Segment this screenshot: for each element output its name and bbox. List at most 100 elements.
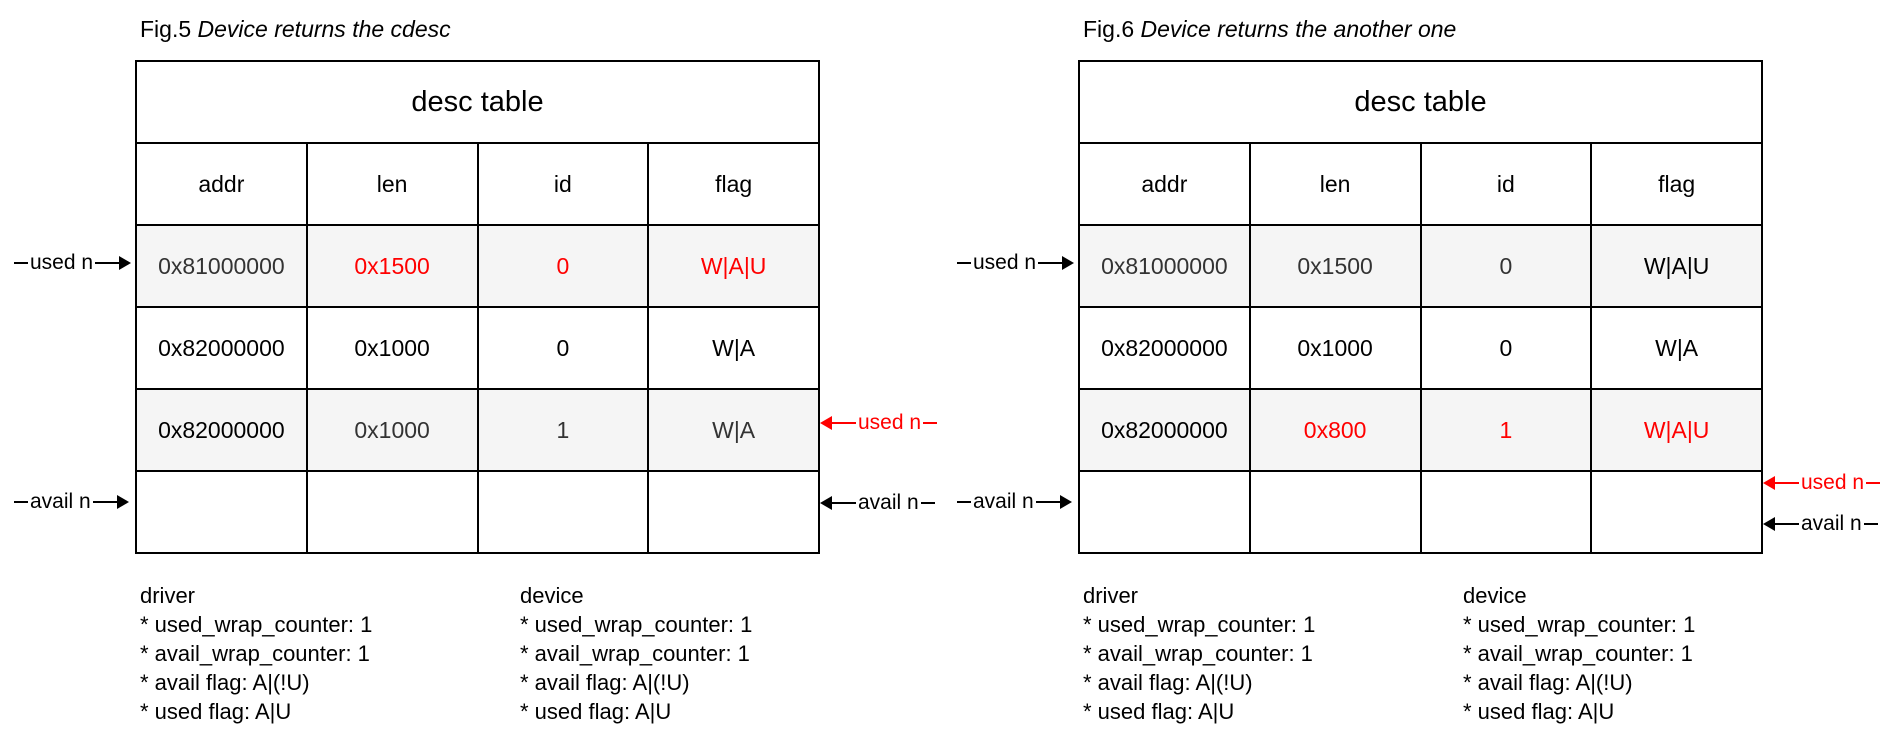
pointer-label: avail n — [858, 491, 919, 514]
table-row: 0x82000000 0x800 1 W|A|U — [1078, 388, 1763, 472]
cell-flag — [1590, 470, 1763, 554]
pointer-line — [832, 502, 856, 504]
pointer-line — [1863, 523, 1878, 525]
cell-addr: 0x81000000 — [1078, 224, 1251, 308]
table-row: 0x82000000 0x1000 1 W|A — [135, 388, 820, 472]
driver-used-pointer: used n — [14, 248, 132, 278]
device-title: device — [1463, 583, 1527, 608]
cell-id: 0 — [1419, 224, 1593, 308]
figure-label: Fig.6 — [1083, 16, 1135, 42]
driver-info: driver * used_wrap_counter: 1 * avail_wr… — [1083, 581, 1315, 726]
device-avail-pointer: avail n — [1763, 509, 1878, 539]
pointer-label: used n — [30, 251, 94, 274]
device-line: * avail_wrap_counter: 1 — [520, 641, 750, 666]
device-line: * used flag: A|U — [520, 699, 672, 724]
cell-len — [305, 470, 479, 554]
cell-len: 0x1000 — [305, 306, 479, 390]
pointer-label: avail n — [1801, 512, 1862, 535]
cell-addr: 0x82000000 — [1078, 306, 1251, 390]
device-avail-pointer: avail n — [820, 488, 935, 518]
cell-id — [476, 470, 650, 554]
cell-flag: W|A — [647, 388, 820, 472]
pointer-line — [1775, 523, 1799, 525]
table-title: desc table — [1078, 60, 1763, 144]
arrow-right-icon — [1062, 256, 1075, 270]
column-header-addr: addr — [135, 142, 308, 226]
driver-title: driver — [140, 583, 196, 608]
cell-addr — [135, 470, 308, 554]
cell-flag: W|A — [647, 306, 820, 390]
device-line: * used_wrap_counter: 1 — [520, 612, 753, 637]
cell-addr: 0x82000000 — [135, 306, 308, 390]
table-row — [1078, 470, 1763, 554]
driver-used-pointer: used n — [957, 248, 1075, 278]
arrow-left-icon — [820, 416, 832, 430]
column-header-len: len — [1248, 142, 1422, 226]
table-row: 0x81000000 0x1500 0 W|A|U — [135, 224, 820, 308]
arrow-left-icon — [1763, 476, 1775, 490]
cell-len: 0x1500 — [305, 224, 479, 308]
device-used-pointer: used n — [1763, 468, 1881, 498]
pointer-line — [1866, 482, 1881, 484]
pointer-label: avail n — [30, 490, 91, 513]
cell-addr — [1078, 470, 1251, 554]
cell-len: 0x800 — [1248, 388, 1422, 472]
driver-info: driver * used_wrap_counter: 1 * avail_wr… — [140, 581, 372, 726]
column-header-id: id — [476, 142, 650, 226]
device-line: * avail flag: A|(!U) — [1463, 670, 1633, 695]
table-row: 0x82000000 0x1000 0 W|A — [135, 306, 820, 390]
figure-caption: Fig.5 Device returns the cdesc — [140, 16, 451, 43]
desc-table: desc table addr len id flag 0x81000000 0… — [1078, 60, 1763, 554]
pointer-line — [14, 501, 28, 503]
cell-flag: W|A|U — [1590, 388, 1763, 472]
pointer-line — [923, 422, 938, 424]
driver-line: * avail flag: A|(!U) — [1083, 670, 1253, 695]
cell-id: 1 — [476, 388, 650, 472]
figure-caption: Fig.6 Device returns the another one — [1083, 16, 1456, 43]
cell-id: 1 — [1419, 388, 1593, 472]
cell-id: 0 — [1419, 306, 1593, 390]
arrow-left-icon — [820, 496, 832, 510]
device-line: * avail flag: A|(!U) — [520, 670, 690, 695]
arrow-right-icon — [116, 495, 129, 509]
driver-title: driver — [1083, 583, 1139, 608]
cell-flag: W|A|U — [1590, 224, 1763, 308]
cell-addr: 0x82000000 — [135, 388, 308, 472]
driver-line: * avail flag: A|(!U) — [140, 670, 310, 695]
table-header-row: addr len id flag — [135, 142, 820, 226]
pointer-line — [957, 262, 971, 264]
column-header-flag: flag — [1590, 142, 1763, 226]
table-header-row: addr len id flag — [1078, 142, 1763, 226]
column-header-addr: addr — [1078, 142, 1251, 226]
pointer-line — [92, 501, 117, 503]
device-line: * used flag: A|U — [1463, 699, 1615, 724]
cell-id: 0 — [476, 224, 650, 308]
table-row — [135, 470, 820, 554]
pointer-line — [95, 262, 120, 264]
pointer-line — [832, 422, 856, 424]
column-header-len: len — [305, 142, 479, 226]
cell-id — [1419, 470, 1593, 554]
figure-title: Device returns the cdesc — [197, 16, 451, 42]
driver-avail-pointer: avail n — [14, 487, 129, 517]
cell-len: 0x1000 — [305, 388, 479, 472]
figure-5: Fig.5 Device returns the cdesc desc tabl… — [0, 0, 940, 740]
cell-len: 0x1000 — [1248, 306, 1422, 390]
driver-avail-pointer: avail n — [957, 487, 1072, 517]
pointer-line — [1038, 262, 1063, 264]
column-header-flag: flag — [647, 142, 820, 226]
driver-line: * used_wrap_counter: 1 — [140, 612, 373, 637]
cell-flag: W|A|U — [647, 224, 820, 308]
device-line: * avail_wrap_counter: 1 — [1463, 641, 1693, 666]
column-header-id: id — [1419, 142, 1593, 226]
figure-title: Device returns the another one — [1140, 16, 1457, 42]
pointer-line — [1775, 482, 1799, 484]
cell-len: 0x1500 — [1248, 224, 1422, 308]
cell-addr: 0x81000000 — [135, 224, 308, 308]
cell-len — [1248, 470, 1422, 554]
device-title: device — [520, 583, 584, 608]
pointer-line — [1035, 501, 1060, 503]
pointer-label: used n — [973, 251, 1037, 274]
pointer-line — [14, 262, 28, 264]
desc-table: desc table addr len id flag 0x81000000 0… — [135, 60, 820, 554]
